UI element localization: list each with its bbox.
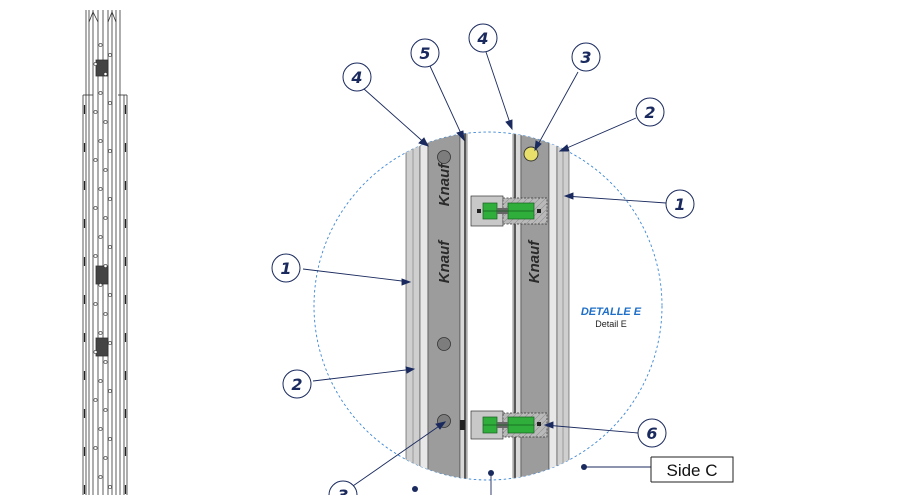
svg-text:6: 6	[646, 424, 657, 443]
elevation-hole	[103, 360, 108, 364]
elevation-hole	[93, 398, 98, 402]
svg-text:4: 4	[476, 29, 488, 48]
brand-label: Knauf	[526, 239, 543, 284]
svg-text:1: 1	[280, 259, 291, 278]
elevation-hole	[93, 446, 98, 450]
callout-balloon: 6	[637, 418, 667, 448]
svg-text:5: 5	[419, 44, 430, 63]
svg-text:3: 3	[580, 48, 591, 67]
elevation-hole	[98, 283, 103, 287]
svg-text:4: 4	[350, 68, 362, 87]
brand-label: Knauf	[436, 239, 453, 284]
profile-hole	[437, 337, 451, 351]
elevation-hole	[103, 408, 108, 412]
elevation-hole	[98, 187, 103, 191]
elevation-hole	[93, 206, 98, 210]
svg-text:1: 1	[674, 195, 685, 214]
callout-balloon: 2	[635, 97, 665, 127]
elevation-hole	[108, 389, 112, 393]
elevation-hole	[98, 43, 103, 47]
svg-text:3: 3	[337, 486, 348, 495]
elevation-hole	[98, 139, 103, 143]
elevation-hole	[93, 302, 98, 306]
elevation-hole	[108, 437, 112, 441]
callout-balloon: 4	[342, 62, 372, 92]
elevation-hole	[93, 254, 98, 258]
elevation-hole	[108, 293, 112, 297]
elevation-hole	[98, 475, 103, 479]
elevation-hole	[108, 53, 112, 57]
callout-balloon: 2	[282, 369, 312, 399]
elevation-hole	[103, 120, 108, 124]
elevation-hole	[108, 485, 112, 489]
elevation-hole	[93, 110, 98, 114]
callout-balloon: 3	[328, 480, 358, 495]
svg-text:2: 2	[644, 103, 655, 122]
elevation-hole	[108, 341, 112, 345]
detail-subtitle: Detail E	[595, 319, 627, 329]
profile-hole	[437, 150, 451, 164]
elevation-hole	[103, 216, 108, 220]
callout-balloon: 1	[271, 253, 301, 283]
detail-circle	[313, 131, 663, 481]
elevation-hole	[103, 312, 108, 316]
elevation-hole	[93, 158, 98, 162]
elevation-hole	[98, 331, 103, 335]
elevation-hole	[98, 379, 103, 383]
elevation-hole	[103, 168, 108, 172]
side-elevation	[82, 10, 128, 495]
elevation-hole	[108, 149, 112, 153]
connector-top	[470, 195, 548, 227]
right-profile	[512, 132, 570, 480]
connector-bottom	[460, 410, 548, 440]
elevation-hole	[103, 72, 108, 76]
elevation-hole	[108, 245, 112, 249]
callout-balloon: 1	[665, 189, 695, 219]
elevation-hole	[103, 456, 108, 460]
callout-balloon: 3	[571, 42, 601, 72]
elevation-hole	[108, 101, 112, 105]
elevation-hole	[108, 197, 112, 201]
svg-text:2: 2	[291, 375, 302, 394]
callout-balloon: 5	[410, 38, 440, 68]
leader-lines	[302, 51, 667, 489]
elevation-hole	[93, 62, 98, 66]
detail-title: DETALLE E	[581, 306, 642, 318]
elevation-hole	[98, 235, 103, 239]
callout-balloon: 4	[468, 23, 498, 53]
side-label: Side C	[666, 461, 717, 480]
detail-content: Knauf Knauf Knauf	[405, 132, 570, 480]
side-c-reference: Side C	[412, 456, 734, 495]
elevation-hole	[98, 91, 103, 95]
callout-balloons: 4 5 4 3 2 1 1 2 6 3	[271, 23, 695, 495]
elevation-hole	[93, 350, 98, 354]
elevation-hole	[103, 264, 108, 268]
elevation-hole	[98, 427, 103, 431]
brand-label: Knauf	[436, 162, 453, 207]
